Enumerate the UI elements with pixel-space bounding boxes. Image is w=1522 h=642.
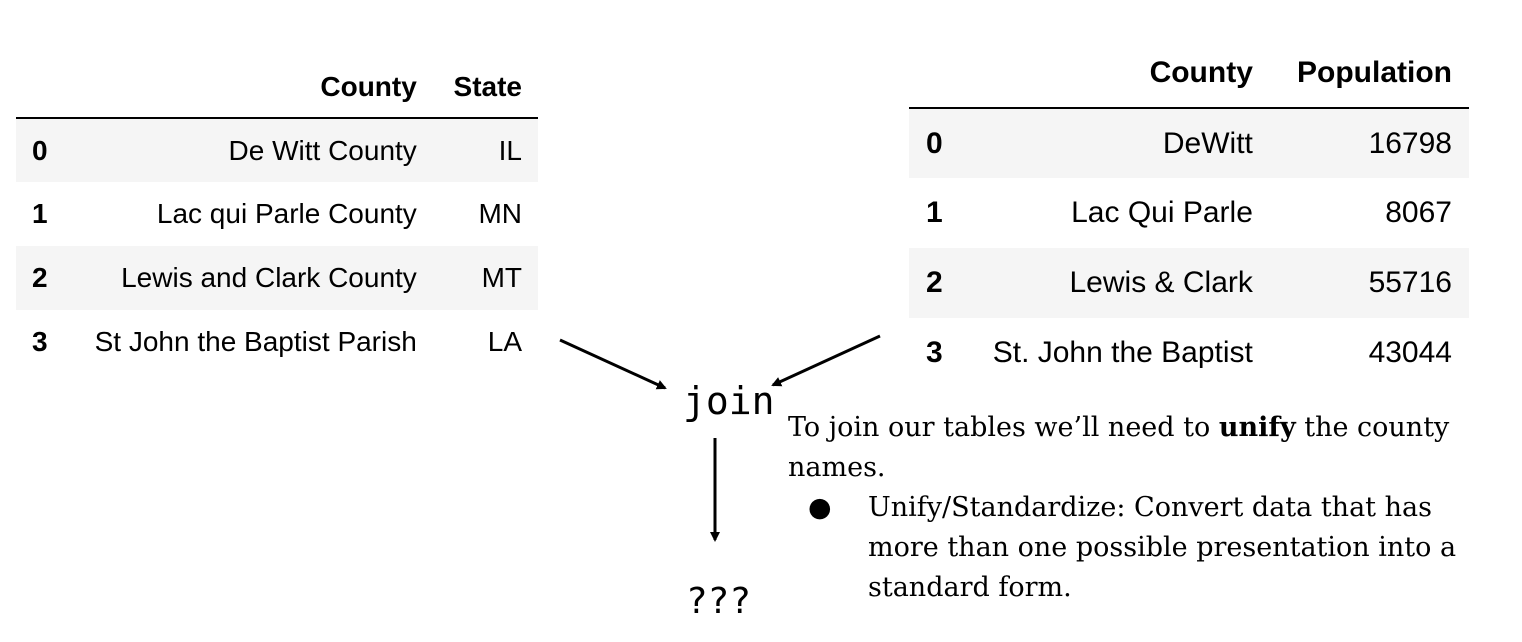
table-row: 3 St John the Baptist Parish LA xyxy=(16,310,538,374)
row-index: 0 xyxy=(926,126,943,160)
population-cell: 8067 xyxy=(1385,196,1452,229)
state-cell: LA xyxy=(487,326,522,357)
result-label: ??? xyxy=(686,581,752,622)
county-cell: De Witt County xyxy=(228,134,417,166)
right-to-join-arrow xyxy=(771,334,881,387)
table-row: 3 St. John the Baptist 43044 xyxy=(909,318,1469,388)
explanation-text: To join our tables we’ll need to unify t… xyxy=(788,408,1488,608)
row-index: 2 xyxy=(32,262,48,293)
intro-text-after: the county names. xyxy=(788,412,1450,483)
population-cell: 55716 xyxy=(1368,266,1452,299)
row-index: 3 xyxy=(32,326,48,357)
county-cell: DeWitt xyxy=(1162,126,1253,160)
row-index: 1 xyxy=(926,196,943,229)
bullet-icon: ● xyxy=(808,492,832,523)
left-table-header-state: State xyxy=(432,56,538,119)
row-index: 3 xyxy=(926,336,943,369)
table-row: 1 Lac qui Parle County MN xyxy=(16,182,538,246)
row-index: 1 xyxy=(32,198,48,229)
left-table-index-header xyxy=(16,56,62,119)
table-row: 1 Lac Qui Parle 8067 xyxy=(909,178,1469,248)
right-table-index-header xyxy=(909,38,960,109)
state-cell: MT xyxy=(481,262,522,293)
row-index: 0 xyxy=(32,134,48,166)
county-cell: Lewis & Clark xyxy=(1069,266,1253,299)
left-table: County State 0 De Witt County IL 1 Lac q… xyxy=(16,56,538,374)
intro-text-before: To join our tables we’ll need to xyxy=(788,412,1219,443)
table-row: 0 De Witt County IL xyxy=(16,118,538,182)
right-table-header-county: County xyxy=(960,38,1270,109)
left-table-header-row: County State xyxy=(16,56,538,119)
definition-list: ● Unify/Standardize: Convert data that h… xyxy=(788,488,1488,608)
population-cell: 43044 xyxy=(1368,336,1452,369)
county-cell: Lac qui Parle County xyxy=(156,198,417,229)
right-table: County Population 0 DeWitt 16798 1 Lac Q… xyxy=(909,38,1469,388)
row-index: 2 xyxy=(926,266,943,299)
county-cell: Lac Qui Parle xyxy=(1071,196,1253,229)
definition-text: Unify/Standardize: Convert data that has… xyxy=(868,492,1457,603)
left-table-header-county: County xyxy=(62,56,433,119)
left-to-join-arrow xyxy=(559,338,667,390)
join-label: join xyxy=(683,379,775,423)
county-cell: St John the Baptist Parish xyxy=(94,326,417,357)
table-row: 2 Lewis and Clark County MT xyxy=(16,246,538,310)
county-cell: St. John the Baptist xyxy=(992,336,1253,369)
state-cell: MN xyxy=(478,198,522,229)
right-table-header-population: Population xyxy=(1269,38,1469,109)
table-row: 0 DeWitt 16798 xyxy=(909,108,1469,178)
explanation-intro: To join our tables we’ll need to unify t… xyxy=(788,408,1488,488)
table-row: 2 Lewis & Clark 55716 xyxy=(909,248,1469,318)
right-table-header-row: County Population xyxy=(909,38,1469,109)
state-cell: IL xyxy=(498,134,522,166)
list-item: ● Unify/Standardize: Convert data that h… xyxy=(788,488,1478,608)
county-cell: Lewis and Clark County xyxy=(121,262,417,293)
intro-bold-term: unify xyxy=(1218,412,1296,443)
population-cell: 16798 xyxy=(1368,126,1452,160)
